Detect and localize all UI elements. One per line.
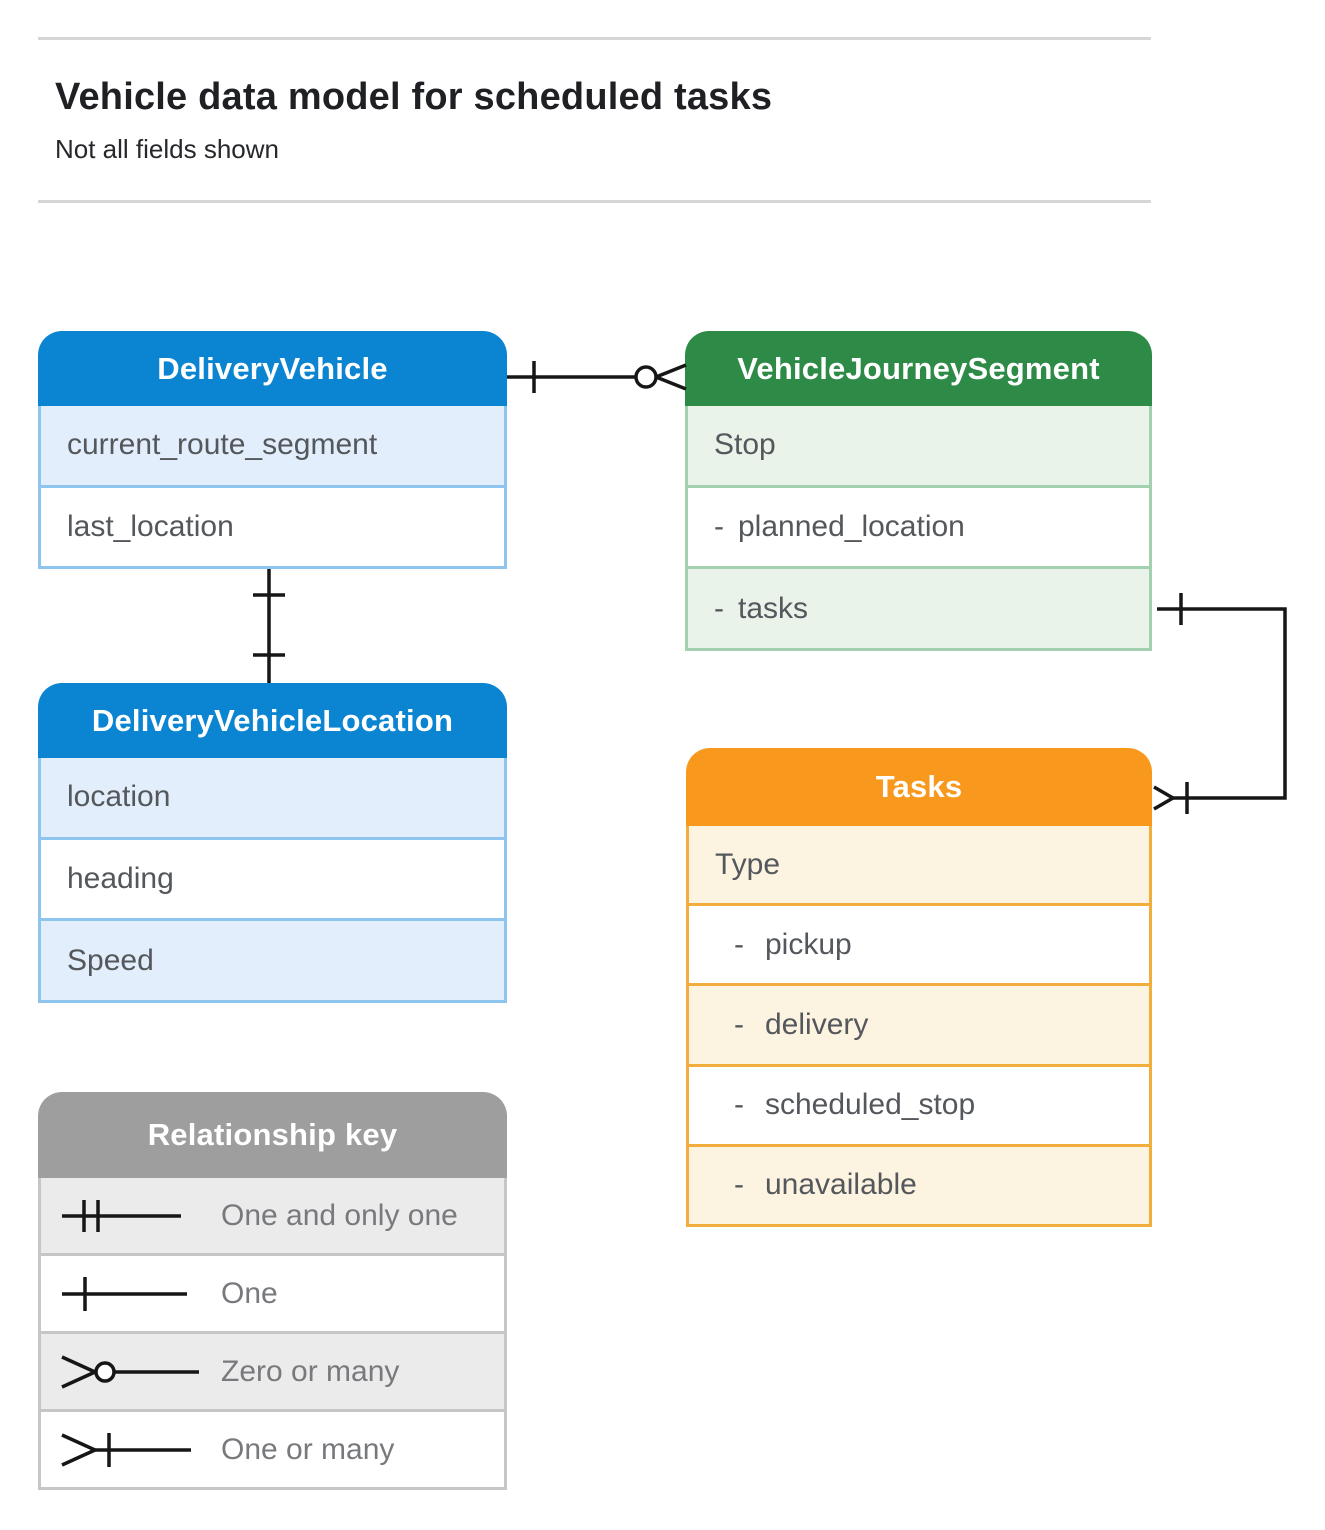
field-label: heading <box>67 862 174 895</box>
field-label: unavailable <box>765 1168 917 1202</box>
page-subtitle: Not all fields shown <box>55 134 279 164</box>
field-row: - unavailable <box>689 1146 1149 1225</box>
legend-label: One or many <box>221 1432 395 1466</box>
field-row: heading <box>41 839 504 922</box>
entity-header: VehicleJourneySegment <box>685 331 1152 406</box>
entity-header: DeliveryVehicle <box>38 331 507 406</box>
header-divider-rule <box>38 200 1151 203</box>
one-icon <box>62 1276 187 1311</box>
entity-vehicle-journey-segment: VehicleJourneySegment Stop - planned_loc… <box>685 331 1152 651</box>
entity-title: Tasks <box>875 769 963 804</box>
entity-delivery-vehicle: DeliveryVehicle current_route_segment la… <box>38 331 507 569</box>
field-label: pickup <box>765 927 852 961</box>
field-label: last_location <box>67 509 234 543</box>
entity-tasks: Tasks Type - pickup - delivery - schedul… <box>686 748 1152 1227</box>
field-row: - planned_location <box>688 487 1149 570</box>
field-row: last_location <box>41 487 504 566</box>
legend-label: One <box>221 1276 278 1310</box>
connector-vehiclejourneysegment-tasks <box>1153 593 1287 814</box>
field-row: - delivery <box>689 986 1149 1067</box>
legend-title: Relationship key <box>147 1117 398 1152</box>
entity-header: Tasks <box>686 748 1152 826</box>
field-dash: - <box>734 927 744 961</box>
field-dash: - <box>714 591 724 625</box>
one-and-only-one-icon <box>62 1199 181 1232</box>
field-row: location <box>41 758 504 840</box>
field-row: - scheduled_stop <box>689 1066 1149 1147</box>
legend-row: Zero or many <box>41 1334 504 1412</box>
top-divider-rule <box>38 37 1151 40</box>
connector-deliveryvehicle-vehiclejourneysegment <box>507 361 687 393</box>
field-label: Stop <box>714 428 776 462</box>
entity-delivery-vehicle-location: DeliveryVehicleLocation location heading… <box>38 683 507 1003</box>
legend-row: One and only one <box>41 1178 504 1256</box>
legend-row: One or many <box>41 1412 504 1487</box>
legend-body: One and only one One Zero or many <box>38 1178 507 1490</box>
legend-header: Relationship key <box>38 1092 507 1178</box>
entity-body: current_route_segment last_location <box>38 406 507 569</box>
field-row: Type <box>689 826 1149 907</box>
page-title: Vehicle data model for scheduled tasks <box>55 76 773 118</box>
field-label: delivery <box>765 1008 869 1041</box>
field-dash: - <box>734 1008 744 1041</box>
legend-label: One and only one <box>221 1198 458 1232</box>
entity-body: Stop - planned_location - tasks <box>685 406 1152 651</box>
field-label: location <box>67 780 171 814</box>
entity-body: Type - pickup - delivery - scheduled_sto… <box>686 826 1152 1227</box>
connector-deliveryvehicle-deliveryvehiclelocation <box>253 569 285 683</box>
entity-title: DeliveryVehicleLocation <box>91 702 454 738</box>
field-dash: - <box>714 510 724 543</box>
entity-title: VehicleJourneySegment <box>737 350 1100 386</box>
relationship-key: Relationship key One and only one One <box>38 1092 507 1490</box>
legend-label: Zero or many <box>221 1354 400 1388</box>
field-label: tasks <box>738 591 809 625</box>
field-dash: - <box>734 1088 744 1122</box>
zero-or-many-icon <box>61 1354 199 1389</box>
entity-header: DeliveryVehicleLocation <box>38 683 507 758</box>
field-dash: - <box>734 1168 744 1202</box>
legend-row: One <box>41 1256 504 1334</box>
field-row: - tasks <box>688 569 1149 649</box>
field-row: current_route_segment <box>41 406 504 488</box>
field-label: Speed <box>67 943 154 977</box>
field-label: current_route_segment <box>67 428 378 462</box>
field-row: Speed <box>41 921 504 1001</box>
field-row: - pickup <box>689 906 1149 987</box>
one-or-many-icon <box>61 1432 191 1467</box>
field-label: Type <box>715 847 781 881</box>
field-row: Stop <box>688 406 1149 488</box>
entity-title: DeliveryVehicle <box>157 350 388 386</box>
entity-body: location heading Speed <box>38 758 507 1003</box>
field-label: planned_location <box>738 510 965 543</box>
field-label: scheduled_stop <box>765 1088 976 1122</box>
